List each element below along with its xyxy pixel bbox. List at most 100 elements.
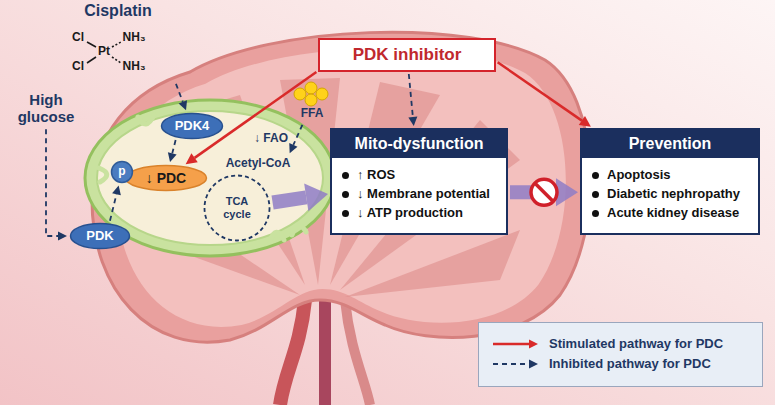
stimulus-label: High glucose <box>2 89 90 128</box>
ffa-droplet <box>316 88 328 100</box>
node-label: Acetyl-CoA <box>226 157 291 171</box>
atom-label: Cl <box>72 60 84 74</box>
cisplatin-bonds <box>87 42 121 63</box>
bullet-dot <box>592 210 599 217</box>
bullet-dot <box>592 172 599 179</box>
legend-row: Inhibited pathway for PDC <box>491 357 750 372</box>
node-label: PDK4 <box>175 119 210 134</box>
complex-ellipse: ↓ PDC <box>124 164 208 192</box>
node-label: High glucose <box>8 91 84 126</box>
bullet-row: ↓ ATP production <box>342 206 494 221</box>
pathway-arrow <box>176 84 183 102</box>
ffa-droplet <box>305 82 317 94</box>
node-label: PDK inhibitor <box>353 45 462 65</box>
legend-line <box>493 343 529 346</box>
bond-line <box>87 42 96 47</box>
bond-line <box>112 42 121 47</box>
crista <box>270 232 284 241</box>
atom-label: NH₃ <box>123 60 146 74</box>
atom-label: NH₃ <box>123 31 146 45</box>
legend-box: Stimulated pathway for PDC Inhibited path… <box>478 322 763 387</box>
shape-fill <box>162 114 223 139</box>
bullet-item: Acute kidney disease <box>607 206 739 221</box>
panel-body: ↑ ROS ↓ Membrane potential ↓ ATP productio… <box>332 158 506 233</box>
bullet-dot <box>592 191 599 198</box>
legend-text: Inhibited pathway for PDC <box>549 357 711 372</box>
prohibition-slash <box>535 183 553 201</box>
atom-label: Pt <box>98 45 110 59</box>
bullet-item: Diabetic nephropathy <box>607 187 740 202</box>
bullet-row: Acute kidney disease <box>592 206 746 221</box>
cycle-circle: TCA cycle <box>203 174 271 242</box>
panel-heading: Mito-dysfunction <box>332 130 506 158</box>
pathway-arrow <box>46 129 58 236</box>
enzyme-ellipse: PDK4 <box>160 112 224 140</box>
ffa-droplet <box>305 94 317 106</box>
bullet-row: Apoptosis <box>592 168 746 183</box>
bullet-row: ↓ Membrane potential <box>342 187 494 202</box>
kidney-outline <box>92 32 590 342</box>
bullet-dot <box>342 210 349 217</box>
node-label: ↓ PDC <box>146 170 186 186</box>
block-arrow <box>273 197 307 202</box>
legend-arrowhead <box>529 360 538 369</box>
kidney-cortex <box>117 48 566 327</box>
panel-body: ApoptosisDiabetic nephropathyAcute kidne… <box>582 158 758 233</box>
pathway-arrow <box>195 72 317 158</box>
crista <box>99 168 107 182</box>
renal-artery <box>280 300 305 405</box>
shape-fill <box>112 162 133 183</box>
shape-fill <box>71 224 130 249</box>
edge-label: ↓ FAO <box>254 132 288 146</box>
metabolite-label: Acetyl-CoA <box>220 155 297 173</box>
effect-panel: Mito-dysfunction ↑ ROS ↓ Membrane potentia… <box>330 128 508 235</box>
phosphate-circle: p <box>110 160 134 184</box>
bond-line <box>112 57 121 63</box>
shape-fill <box>205 176 270 241</box>
bond-line <box>87 57 96 63</box>
legend-line-sample <box>491 357 539 371</box>
prohibition-sign <box>531 179 557 205</box>
atom-label: Cl <box>72 31 84 45</box>
bullet-dot <box>342 191 349 198</box>
pathway-arrow <box>293 125 302 145</box>
crista <box>138 115 154 124</box>
bullet-item: ↑ ROS <box>357 168 395 183</box>
legend-line <box>493 364 529 366</box>
enzyme-ellipse: PDK <box>69 222 131 250</box>
bullet-row: Diabetic nephropathy <box>592 187 746 202</box>
node-label: PDK <box>86 229 113 244</box>
legend-arrowhead <box>529 340 538 349</box>
ffa-droplet <box>294 88 306 100</box>
pathway-arrow <box>498 62 582 120</box>
kidney <box>92 32 590 342</box>
inner-membrane <box>97 111 323 245</box>
renal-vessels <box>280 300 370 405</box>
bullet-row: ↑ ROS <box>342 168 494 183</box>
node-label: FFA <box>301 107 324 121</box>
bullet-item: ↓ Membrane potential <box>357 187 490 202</box>
pathway-arrow <box>172 140 175 153</box>
legend-text: Stimulated pathway for PDC <box>549 337 723 352</box>
shape-fill <box>126 166 207 191</box>
pathway-arrow <box>409 74 413 117</box>
renal-vein <box>319 300 331 405</box>
node-label: p <box>118 165 125 179</box>
prohibition-ring <box>531 179 557 205</box>
substrate-label: FFA <box>294 105 330 123</box>
legend-line-sample <box>491 337 539 351</box>
node-label: Cisplatin <box>84 2 152 20</box>
node-label: TCA cycle <box>217 195 257 220</box>
bullet-item: Apoptosis <box>607 168 671 183</box>
inhibitor-box: PDK inhibitor <box>318 38 496 72</box>
renal-pyramid <box>345 230 520 297</box>
crista <box>292 226 306 235</box>
panel-heading: Prevention <box>582 130 758 158</box>
bullet-item: ↓ ATP production <box>357 206 463 221</box>
pathway-arrow <box>110 194 117 220</box>
legend-row: Stimulated pathway for PDC <box>491 337 750 352</box>
bullet-dot <box>342 172 349 179</box>
outcome-panel: PreventionApoptosisDiabetic nephropathyA… <box>580 128 760 235</box>
